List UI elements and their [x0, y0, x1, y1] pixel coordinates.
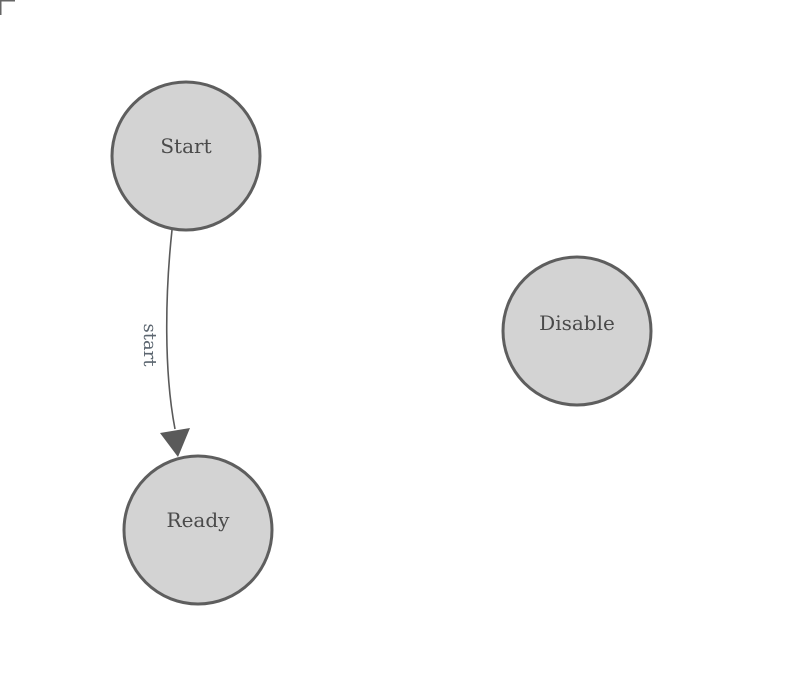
transition-edge-start-to-ready[interactable]: start: [139, 229, 190, 457]
canvas-origin-corner-mark: [0, 0, 15, 15]
state-node-disable[interactable]: Disable: [501, 255, 653, 407]
state-node-start[interactable]: Start: [110, 80, 262, 232]
edge-arrowhead-icon: [160, 428, 190, 457]
state-node-start-circle[interactable]: [110, 80, 262, 232]
state-node-ready[interactable]: Ready: [122, 454, 274, 606]
edge-line[interactable]: [165, 229, 176, 430]
state-node-start-label: Start: [160, 134, 211, 158]
state-node-ready-circle[interactable]: [122, 454, 274, 606]
state-node-disable-circle[interactable]: [501, 255, 653, 407]
state-node-disable-label: Disable: [539, 311, 615, 335]
edge-label[interactable]: start: [139, 323, 160, 367]
state-node-ready-label: Ready: [167, 508, 231, 532]
